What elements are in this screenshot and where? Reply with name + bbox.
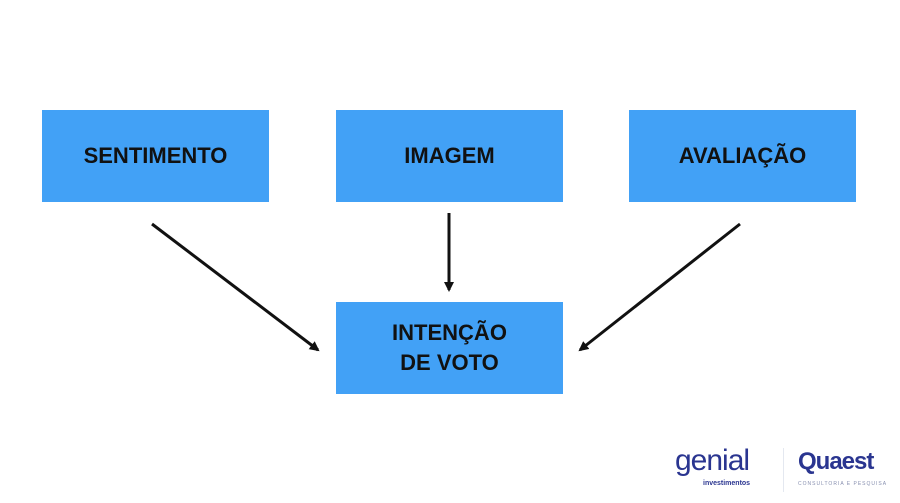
node-intencao-de-voto: INTENÇÃO DE VOTO bbox=[336, 302, 563, 394]
node-imagem: IMAGEM bbox=[336, 110, 563, 202]
quaest-logo: Quaest bbox=[798, 448, 874, 475]
genial-logo: genial bbox=[675, 444, 750, 477]
node-avaliacao: AVALIAÇÃO bbox=[629, 110, 856, 202]
arrow-avaliacao-to-intencao bbox=[578, 222, 741, 352]
genial-logo-sub: investimentos bbox=[703, 480, 751, 487]
node-sentimento: SENTIMENTO bbox=[42, 110, 269, 202]
quaest-logo-sub: CONSULTORIA E PESQUISA bbox=[798, 481, 888, 487]
logo-divider bbox=[783, 448, 784, 492]
arrow-sentimento-to-intencao bbox=[151, 222, 320, 352]
